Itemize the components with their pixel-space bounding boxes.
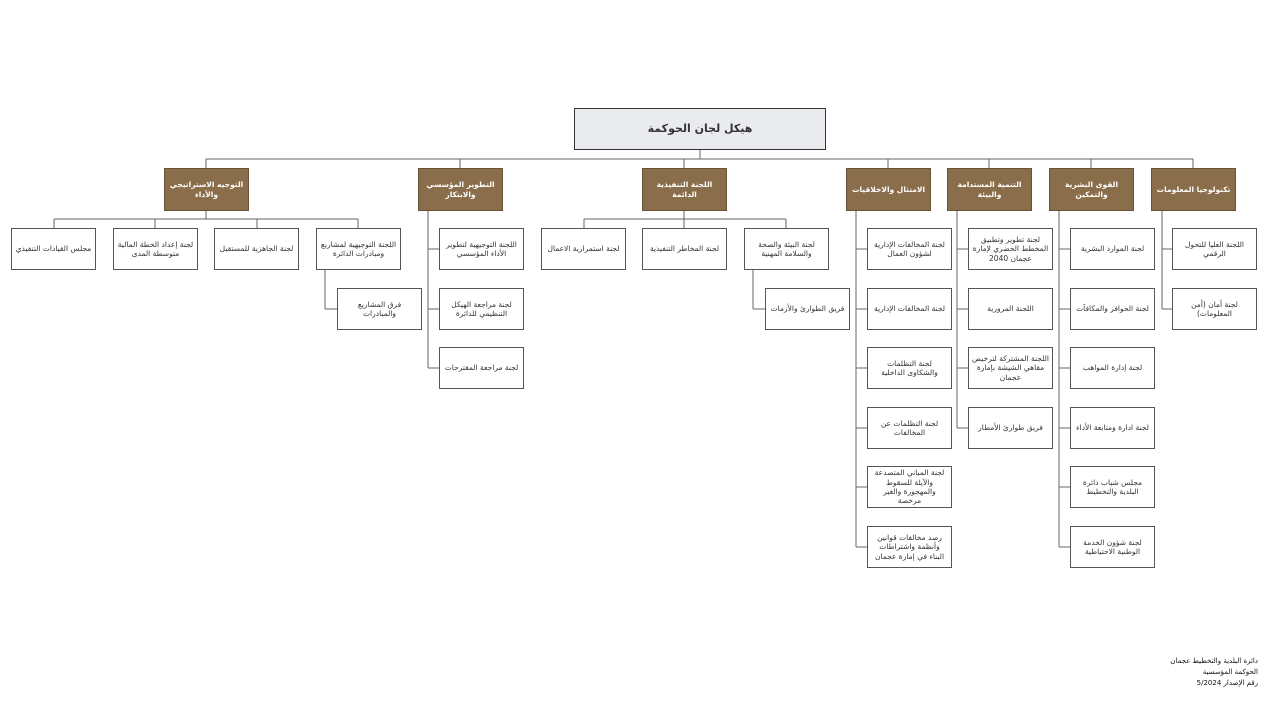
committee-incentives: لجنة الحوافز والمكافآت (1070, 288, 1155, 330)
branch-it: تكنولوجيا المعلومات (1151, 168, 1236, 211)
committee-digital-transformation: اللجنة العليا للتحول الرقمي (1172, 228, 1257, 270)
committee-grievances: لجنة التظلمات والشكاوى الداخلية (867, 347, 952, 389)
footer-version: رقم الإصدار 5/2024 (1196, 678, 1258, 687)
committee-business-continuity: لجنة استمرارية الاعمال (541, 228, 626, 270)
committee-org-structure-review: لجنة مراجعة الهيكل التنظيمي للدائرة (439, 288, 524, 330)
branch-institutional-dev: التطوير المؤسسي والابتكار (418, 168, 503, 211)
team-emergency-crisis: فريق الطوارئ والأزمات (765, 288, 850, 330)
branch-executive: اللجنة التنفيذية الدائمة (642, 168, 727, 211)
branch-compliance: الامتثال والاخلاقيات (846, 168, 931, 211)
footer-department: الحوكمة المؤسسية (1202, 667, 1258, 676)
committee-financial-plan: لجنة إعداد الخطة المالية متوسطة المدى (113, 228, 198, 270)
committee-violation-appeals: لجنة التظلمات عن المخالفات (867, 407, 952, 449)
committee-human-resources: لجنة الموارد البشرية (1070, 228, 1155, 270)
building-violations-monitoring: رصد مخالفات قوانين وأنظمة واشتراطات البن… (867, 526, 952, 568)
committee-information-security: لجنة أمان (أمن المعلومات) (1172, 288, 1257, 330)
committee-proposals-review: لجنة مراجعة المقترحات (439, 347, 524, 389)
committee-shisha-licensing: اللجنة المشتركة لترخيص مقاهي الشيشة بإما… (968, 347, 1053, 389)
chart-title: هيكل لجان الحوكمة (574, 108, 826, 150)
committee-labor-violations: لجنة المخالفات الإدارية لشؤون العمال (867, 228, 952, 270)
footer: دائرة البلدية والتخطيط عجمان الحوكمة الم… (1150, 656, 1258, 689)
committee-performance-steering: اللجنة التوجيهية لتطوير الأداء المؤسسي (439, 228, 524, 270)
committee-admin-violations: لجنة المخالفات الإدارية (867, 288, 952, 330)
committee-urban-plan: لجنة تطوير وتطبيق المخطط الحضري لإمارة ع… (968, 228, 1053, 270)
committee-hse: لجنة البيئة والصحة والسلامة المهنية (744, 228, 829, 270)
teams-projects-initiatives: فرق المشاريع والمبادرات (337, 288, 422, 330)
committee-talent: لجنة إدارة المواهب (1070, 347, 1155, 389)
committee-traffic: اللجنة المرورية (968, 288, 1053, 330)
committee-future-readiness: لجنة الجاهزية للمستقبل (214, 228, 299, 270)
branch-strategy: التوجيه الاستراتيجي والأداء (164, 168, 249, 211)
committee-exec-risk: لجنة المخاطر التنفيذية (642, 228, 727, 270)
committee-national-service: لجنة شؤون الخدمة الوطنية الاحتياطية (1070, 526, 1155, 568)
branch-hr: القوى البشرية والتمكين (1049, 168, 1134, 211)
team-rain-emergency: فريق طوارئ الأمطار (968, 407, 1053, 449)
youth-council: مجلس شباب دائرة البلدية والتخطيط (1070, 466, 1155, 508)
committee-projects-steering: اللجنة التوجيهية لمشاريع ومبادرات الدائر… (316, 228, 401, 270)
footer-organization: دائرة البلدية والتخطيط عجمان (1170, 657, 1258, 665)
branch-sustainability: التنمية المستدامة والبيئة (947, 168, 1032, 211)
committee-unsafe-buildings: لجنة المباني المتصدعة والآيلة للسقوط وال… (867, 466, 952, 508)
committee-performance: لجنة ادارة ومتابعة الأداء (1070, 407, 1155, 449)
council-executive-leaders: مجلس القيادات التنفيذي (11, 228, 96, 270)
